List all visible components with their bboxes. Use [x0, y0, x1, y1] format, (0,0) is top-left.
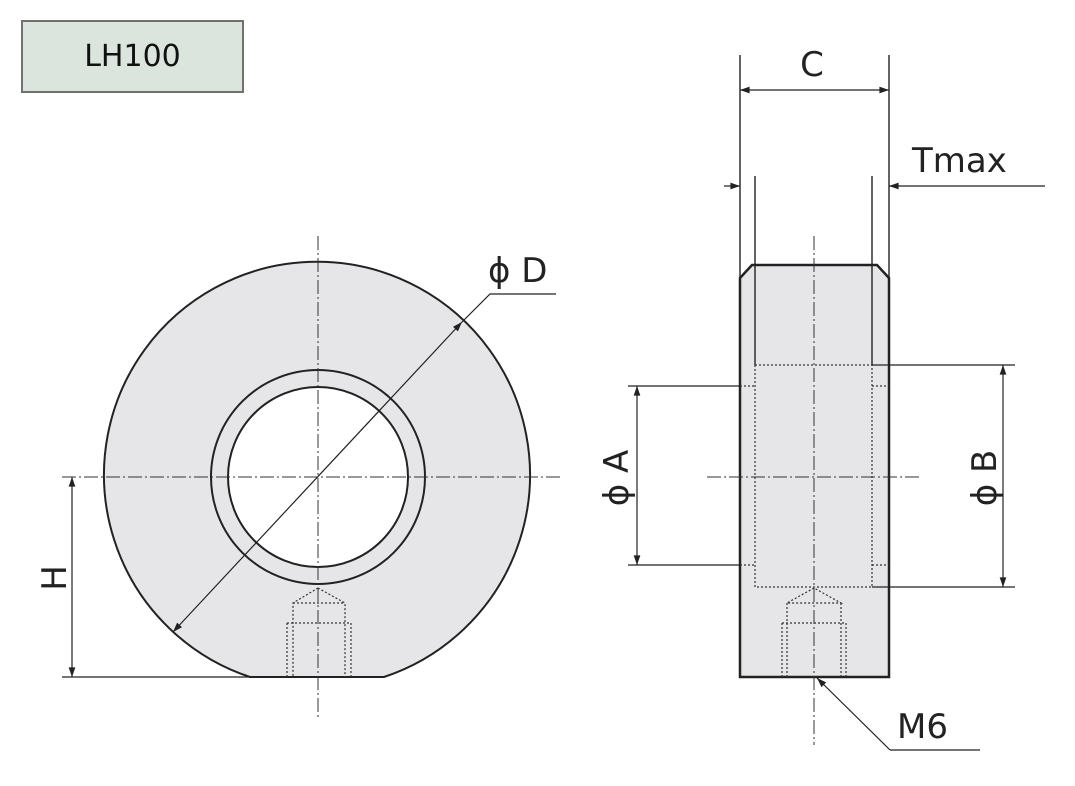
dim-phi-a: ϕ A [597, 450, 637, 507]
dim-c: C [800, 45, 824, 85]
bore-hidden [740, 364, 889, 677]
front-view: ϕ D H [35, 236, 560, 718]
model-name: LH100 [84, 39, 181, 74]
dim-tmax: Tmax [911, 141, 1007, 181]
dim-h: H [35, 565, 75, 591]
side-view: C Tmax ϕ A ϕ B M6 [597, 45, 1045, 751]
dim-phi-d: ϕ D [488, 251, 547, 291]
dim-thread-m6: M6 [897, 707, 948, 747]
model-label: LH100 [21, 20, 244, 93]
dim-phi-b: ϕ B [965, 450, 1005, 507]
diameter-d-line [172, 321, 463, 633]
